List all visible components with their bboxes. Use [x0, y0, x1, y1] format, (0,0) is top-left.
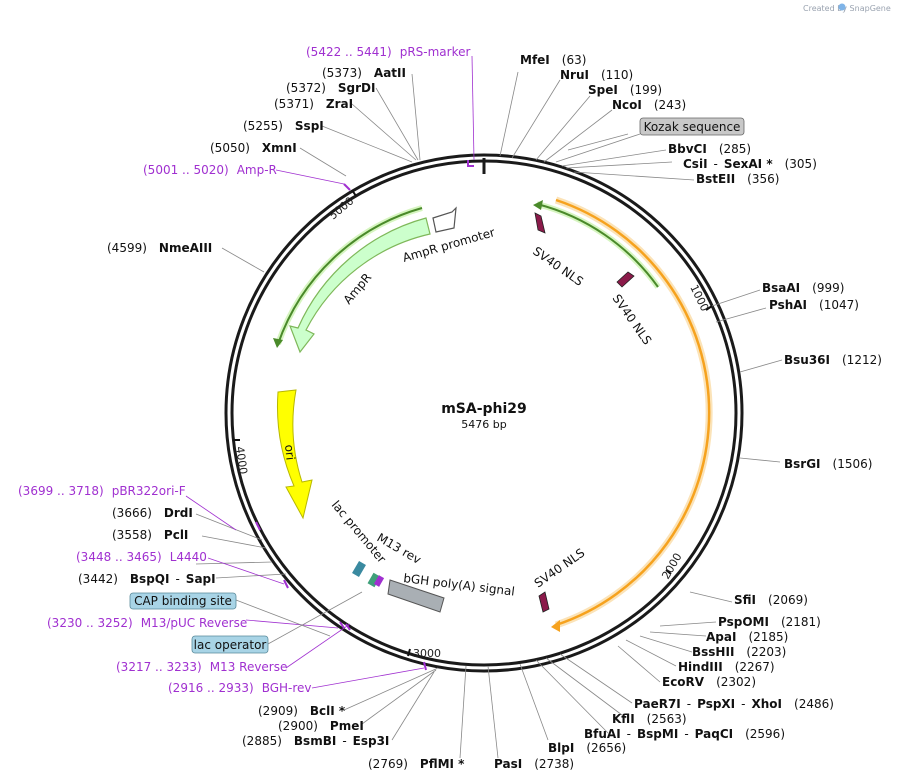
bgh-feature[interactable]	[387, 579, 445, 613]
svg-text:(3217 .. 3233)M13 Reverse: (3217 .. 3233)M13 Reverse	[116, 660, 287, 674]
svg-text:NruI(110): NruI(110)	[560, 68, 633, 82]
svg-text:(5422 .. 5441)pRS-marker: (5422 .. 5441)pRS-marker	[306, 45, 470, 59]
svg-text:BstEII(356): BstEII(356)	[696, 172, 779, 186]
plasmid-name: mSA-phi29	[441, 401, 527, 417]
svg-text:BbvCI(285): BbvCI(285)	[668, 142, 751, 156]
tick-5000-mark	[351, 189, 357, 197]
site-labels-right: MfeI(63) NruI(110) SpeI(199) NcoI(243) B…	[494, 53, 882, 771]
m13-primer-mark	[373, 575, 385, 587]
svg-text:(5373)AatII: (5373)AatII	[322, 66, 406, 80]
svg-text:HindIII(2267): HindIII(2267)	[678, 660, 775, 674]
sv40-nls-3-feature[interactable]	[538, 591, 550, 613]
site-labels-left: (2769)PflMI * (2885)BsmBI-Esp3I (2900)Pm…	[78, 66, 465, 771]
svg-text:(5001 .. 5020)Amp-R: (5001 .. 5020)Amp-R	[143, 163, 277, 177]
svg-text:(2769)PflMI *: (2769)PflMI *	[368, 757, 465, 771]
primer-marks	[255, 160, 474, 671]
svg-text:SfiI(2069): SfiI(2069)	[734, 593, 808, 607]
svg-text:BfuAI-BspMI-PaqCI(2596): BfuAI-BspMI-PaqCI(2596)	[584, 727, 785, 741]
kozak-label: Kozak sequence	[644, 120, 741, 134]
svg-text:CsiI-SexAI *(305): CsiI-SexAI *(305)	[683, 157, 817, 171]
svg-text:PspOMI(2181): PspOMI(2181)	[718, 615, 821, 629]
svg-text:BlpI(2656): BlpI(2656)	[548, 741, 626, 755]
sv40-nls-1-label: SV40 NLS	[530, 244, 586, 289]
snapgene-credit: Created by SnapGene	[803, 4, 891, 13]
svg-text:(3699 .. 3718)pBR322ori-F: (3699 .. 3718)pBR322ori-F	[18, 484, 186, 498]
svg-text:(4599)NmeAIII: (4599)NmeAIII	[107, 241, 212, 255]
svg-text:(3442)BspQI-SapI: (3442)BspQI-SapI	[78, 572, 216, 586]
svg-text:PshAI(1047): PshAI(1047)	[769, 298, 859, 312]
svg-text:PaeR7I-PspXI-XhoI(2486): PaeR7I-PspXI-XhoI(2486)	[634, 697, 834, 711]
sv40-nls-2-label: SV40 NLS	[610, 292, 655, 348]
cds-arc	[551, 196, 713, 632]
sv40-nls-1-feature[interactable]	[534, 212, 546, 234]
svg-text:(5371)ZraI: (5371)ZraI	[274, 97, 353, 111]
svg-text:(5050)XmnI: (5050)XmnI	[210, 141, 297, 155]
tick-1000-mark	[705, 305, 713, 311]
lac-operator-label: lac operator	[194, 638, 267, 652]
svg-text:PasI(2738): PasI(2738)	[494, 757, 574, 771]
svg-text:(5372)SgrDI: (5372)SgrDI	[286, 81, 375, 95]
sv40-region-arc	[533, 200, 661, 289]
cap-label: CAP binding site	[134, 594, 232, 608]
svg-text:KflI(2563): KflI(2563)	[612, 712, 687, 726]
primer-labels: (5422 .. 5441)pRS-marker (5001 .. 5020)A…	[18, 45, 470, 695]
sv40-nls-2-feature[interactable]	[616, 271, 635, 288]
svg-text:(3448 .. 3465)L4440: (3448 .. 3465)L4440	[76, 550, 207, 564]
svg-text:(3230 .. 3252)M13/pUC Reverse: (3230 .. 3252)M13/pUC Reverse	[47, 616, 247, 630]
tick-3000: 3000	[413, 647, 441, 660]
cap-box[interactable]: CAP binding site	[129, 592, 237, 610]
svg-text:(2885)BsmBI-Esp3I: (2885)BsmBI-Esp3I	[242, 734, 389, 748]
plasmid-size: 5476 bp	[461, 418, 506, 431]
leader-lines	[185, 55, 783, 759]
svg-text:SpeI(199): SpeI(199)	[588, 83, 662, 97]
svg-text:(2916 .. 2933)BGH-rev: (2916 .. 2933)BGH-rev	[168, 681, 312, 695]
tick-2000: 2000	[659, 551, 684, 582]
ampr-region-arc	[273, 205, 423, 348]
svg-text:NcoI(243): NcoI(243)	[612, 98, 686, 112]
backbone	[224, 153, 744, 673]
svg-text:(2900)PmeI: (2900)PmeI	[278, 719, 364, 733]
ori-feature[interactable]	[277, 389, 313, 520]
sv40-nls-3-label: SV40 NLS	[532, 546, 588, 591]
svg-text:ApaI(2185): ApaI(2185)	[706, 630, 788, 644]
lac-operator-box[interactable]: lac operator	[191, 635, 269, 654]
ori-label: ori	[282, 444, 298, 461]
ampr-feature[interactable]	[289, 217, 431, 354]
cap-site-feature[interactable]	[352, 560, 366, 578]
snapgene-logo-icon	[838, 3, 846, 11]
svg-text:Bsu36I(1212): Bsu36I(1212)	[784, 353, 882, 367]
svg-text:(3666)DrdI: (3666)DrdI	[112, 506, 193, 520]
tick-4000: 4000	[233, 446, 250, 476]
tick-3000-mark	[407, 648, 411, 657]
ampr-promoter-feature[interactable]	[432, 206, 457, 233]
svg-text:(3558)PclI: (3558)PclI	[112, 528, 188, 542]
svg-text:(2909)BclI *: (2909)BclI *	[258, 704, 346, 718]
svg-text:(5255)SspI: (5255)SspI	[243, 119, 324, 133]
kozak-box[interactable]: Kozak sequence	[639, 117, 745, 136]
svg-text:EcoRV(2302): EcoRV(2302)	[662, 675, 756, 689]
tick-2000-mark	[665, 569, 672, 575]
svg-text:BsrGI(1506): BsrGI(1506)	[784, 457, 872, 471]
svg-text:MfeI(63): MfeI(63)	[520, 53, 586, 67]
svg-text:BssHII(2203): BssHII(2203)	[692, 645, 786, 659]
lac-operator-feature[interactable]	[367, 572, 381, 588]
svg-text:BsaAI(999): BsaAI(999)	[762, 281, 844, 295]
